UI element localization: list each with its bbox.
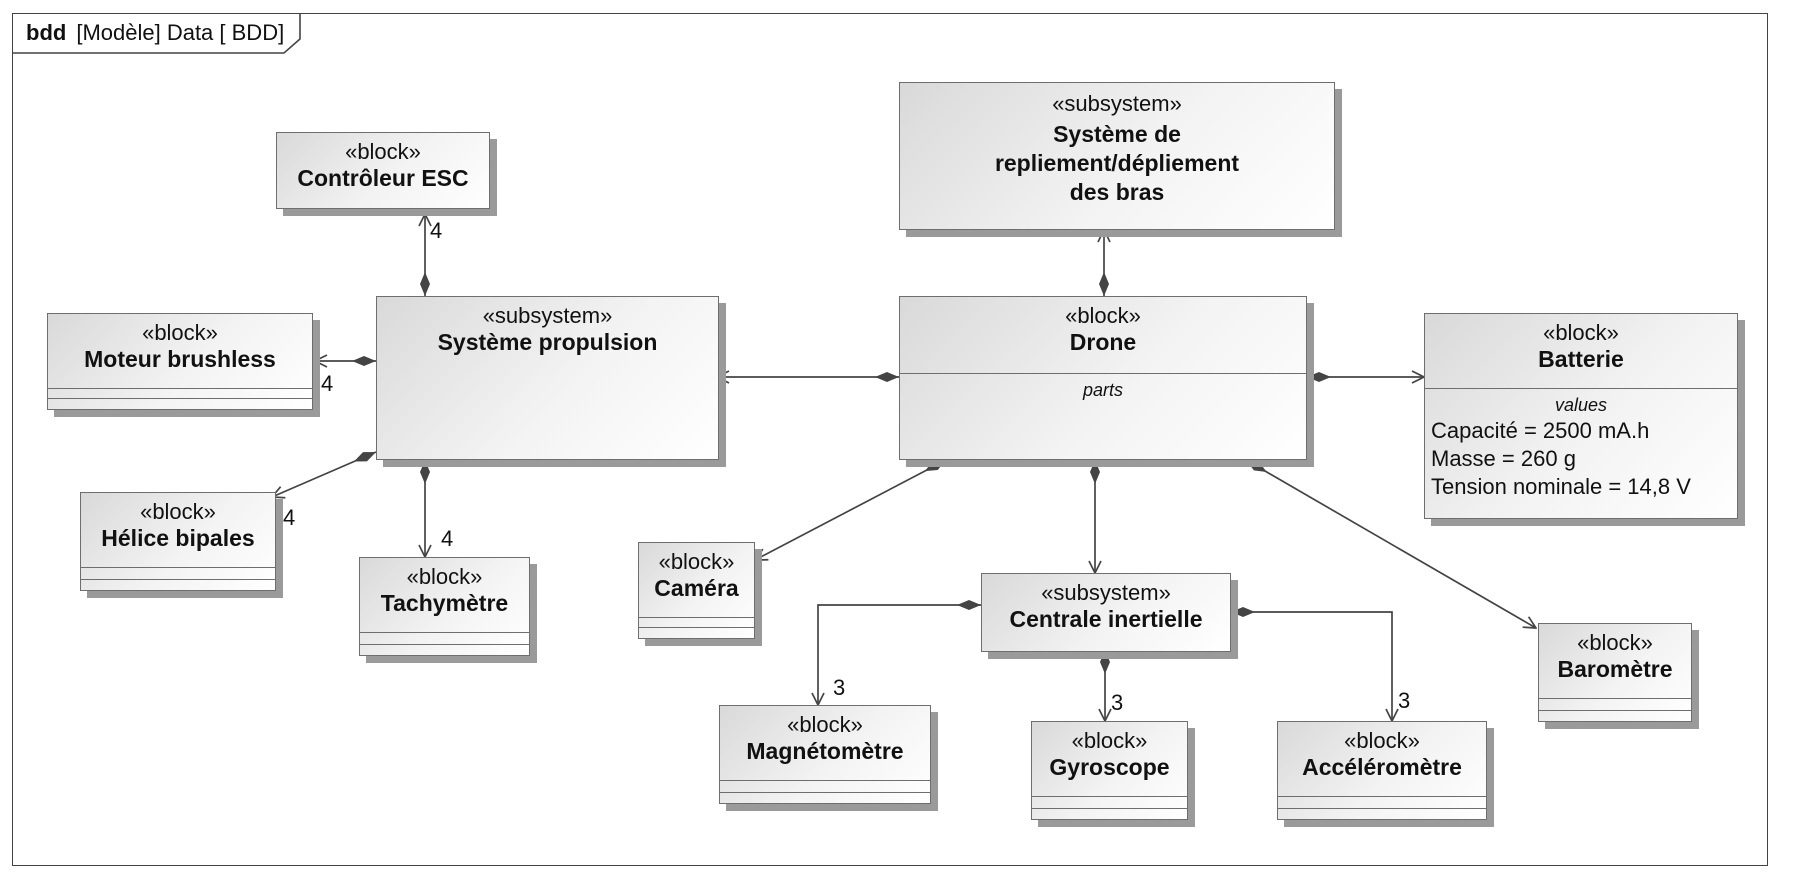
block-name: Batterie <box>1538 346 1624 372</box>
block-compartment <box>81 567 275 568</box>
block-moteur-brushless[interactable]: «block» Moteur brushless <box>47 313 313 410</box>
block-name: Centrale inertielle <box>1009 606 1203 632</box>
block-name: Drone <box>1069 329 1137 355</box>
multiplicity-magnetometre: 3 <box>833 675 846 700</box>
block-compartment <box>1278 796 1486 797</box>
block-compartment <box>1032 796 1187 797</box>
stereotype: «block» <box>658 549 735 574</box>
block-controleur-esc[interactable]: «block» Contrôleur ESC <box>276 132 490 209</box>
block-compartment <box>720 780 930 781</box>
block-compartment <box>360 632 529 633</box>
link-drone-camera <box>755 459 947 560</box>
block-accelerometre[interactable]: «block» Accéléromètre <box>1277 721 1487 820</box>
block-name: Magnétomètre <box>746 738 904 764</box>
link-drone-barometre <box>1245 459 1536 628</box>
block-name: Accéléromètre <box>1302 754 1462 780</box>
link-centrale-accelerometre <box>1231 612 1392 721</box>
multiplicity-helice: 4 <box>283 505 296 530</box>
compartment-title: parts <box>1082 380 1124 400</box>
block-compartment <box>1278 808 1486 809</box>
value-capacite: Capacité = 2500 mA.h <box>1431 418 1650 443</box>
block-name: Tachymètre <box>380 590 509 616</box>
block-batterie[interactable]: «block» Batterie values Capacité = 2500 … <box>1424 313 1738 519</box>
block-compartment <box>1539 710 1691 711</box>
multiplicity-accelerometre: 3 <box>1398 688 1411 713</box>
link-centrale-magnetometre <box>818 605 981 705</box>
stereotype: «block» <box>1577 630 1653 655</box>
block-name: Contrôleur ESC <box>297 165 469 191</box>
multiplicity-moteur: 4 <box>321 371 334 396</box>
block-compartment <box>1032 808 1187 809</box>
block-compartment <box>639 617 754 618</box>
stereotype: «block» <box>787 712 863 737</box>
block-name: Moteur brushless <box>84 346 276 372</box>
parts-compartment: parts <box>900 373 1306 402</box>
block-name-line-3: des bras <box>1069 179 1165 205</box>
stereotype: «subsystem» <box>1052 91 1182 116</box>
stereotype: «block» <box>406 564 483 589</box>
multiplicity-esc: 4 <box>430 218 443 243</box>
block-name-line-2: repliement/dépliement <box>994 150 1240 176</box>
multiplicity-tachymetre: 4 <box>441 526 454 551</box>
block-barometre[interactable]: «block» Baromètre <box>1538 623 1692 722</box>
block-name: Gyroscope <box>1049 754 1170 780</box>
block-centrale-inertielle[interactable]: «subsystem» Centrale inertielle <box>981 573 1231 652</box>
multiplicity-gyroscope: 3 <box>1111 690 1124 715</box>
block-name: Système propulsion <box>437 329 658 355</box>
frame-title: [Modèle] Data [ BDD] <box>76 20 285 45</box>
value-tension: Tension nominale = 14,8 V <box>1431 474 1691 499</box>
block-compartment <box>48 398 312 399</box>
block-name: Caméra <box>654 575 739 601</box>
stereotype: «block» <box>1065 303 1141 328</box>
block-name: Hélice bipales <box>101 525 255 551</box>
value-masse: Masse = 260 g <box>1431 446 1576 471</box>
stereotype: «block» <box>1071 728 1148 753</box>
stereotype: «block» <box>345 139 421 164</box>
link-propulsion-helice <box>272 451 377 497</box>
block-camera[interactable]: «block» Caméra <box>638 542 755 639</box>
frame-tab <box>12 13 301 54</box>
diagram-frame <box>12 13 1768 866</box>
block-magnetometre[interactable]: «block» Magnétomètre <box>719 705 931 804</box>
block-gyroscope[interactable]: «block» Gyroscope <box>1031 721 1188 820</box>
stereotype: «subsystem» <box>482 303 613 328</box>
stereotype: «block» <box>1344 728 1420 753</box>
block-compartment <box>639 627 754 628</box>
block-compartment <box>720 792 930 793</box>
stereotype: «block» <box>140 499 216 524</box>
stereotype: «block» <box>1543 320 1619 345</box>
block-compartment <box>1539 698 1691 699</box>
block-tachymetre[interactable]: «block» Tachymètre <box>359 557 530 656</box>
block-drone[interactable]: «block» Drone parts <box>899 296 1307 460</box>
frame-label: bdd [Modèle] Data [ BDD] <box>26 20 284 46</box>
block-compartment <box>81 579 275 580</box>
compartment-title: values <box>1554 395 1608 415</box>
block-systeme-propulsion[interactable]: «subsystem» Système propulsion <box>376 296 719 460</box>
stereotype: «subsystem» <box>1041 580 1171 605</box>
block-compartment <box>48 388 312 389</box>
block-compartment <box>360 644 529 645</box>
block-helice-bipales[interactable]: «block» Hélice bipales <box>80 492 276 591</box>
block-systeme-repliement[interactable]: «subsystem» Système de repliement/déplie… <box>899 82 1335 230</box>
block-name: Baromètre <box>1557 656 1673 682</box>
stereotype: «block» <box>142 320 218 345</box>
values-compartment: values Capacité = 2500 mA.h Masse = 260 … <box>1425 388 1737 501</box>
frame-kind: bdd <box>26 20 67 45</box>
block-name-line-1: Système de <box>1053 121 1181 147</box>
